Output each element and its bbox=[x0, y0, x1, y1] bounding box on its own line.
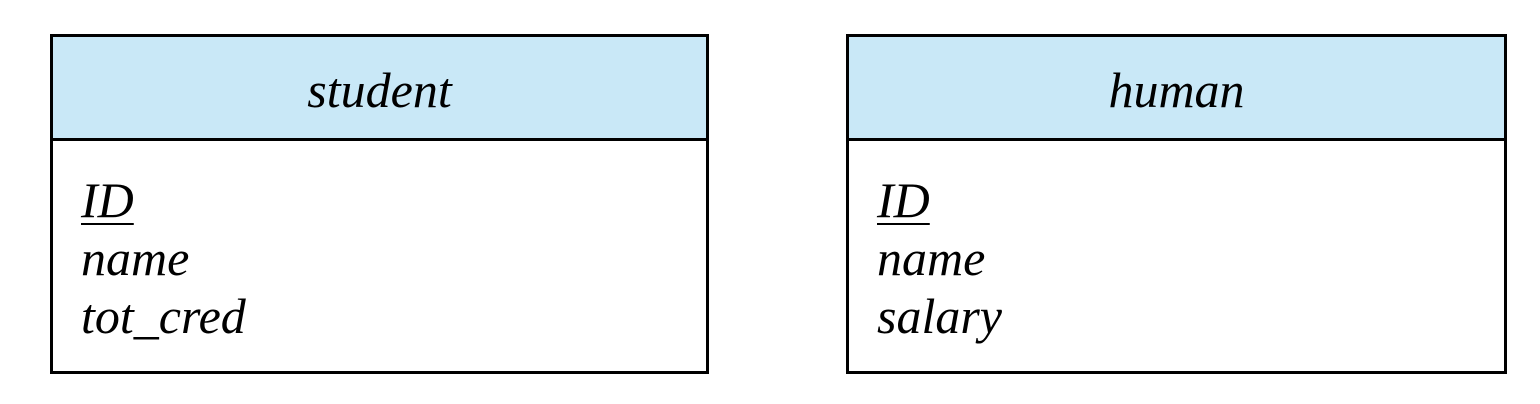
attribute: tot_cred bbox=[81, 288, 246, 344]
entity-header: student bbox=[53, 37, 706, 141]
attribute-list: ID name tot_cred bbox=[53, 141, 706, 345]
attribute: name bbox=[877, 230, 986, 286]
attribute: salary bbox=[877, 288, 1002, 344]
attribute-list: ID name salary bbox=[849, 141, 1504, 345]
entity-title: student bbox=[307, 61, 452, 118]
entity-student: student ID name tot_cred bbox=[50, 34, 709, 374]
entity-title: human bbox=[1108, 61, 1245, 118]
attribute: name bbox=[81, 230, 190, 286]
primary-key-attribute: ID bbox=[81, 172, 134, 228]
primary-key-attribute: ID bbox=[877, 172, 930, 228]
entity-human: human ID name salary bbox=[846, 34, 1507, 374]
entity-header: human bbox=[849, 37, 1504, 141]
